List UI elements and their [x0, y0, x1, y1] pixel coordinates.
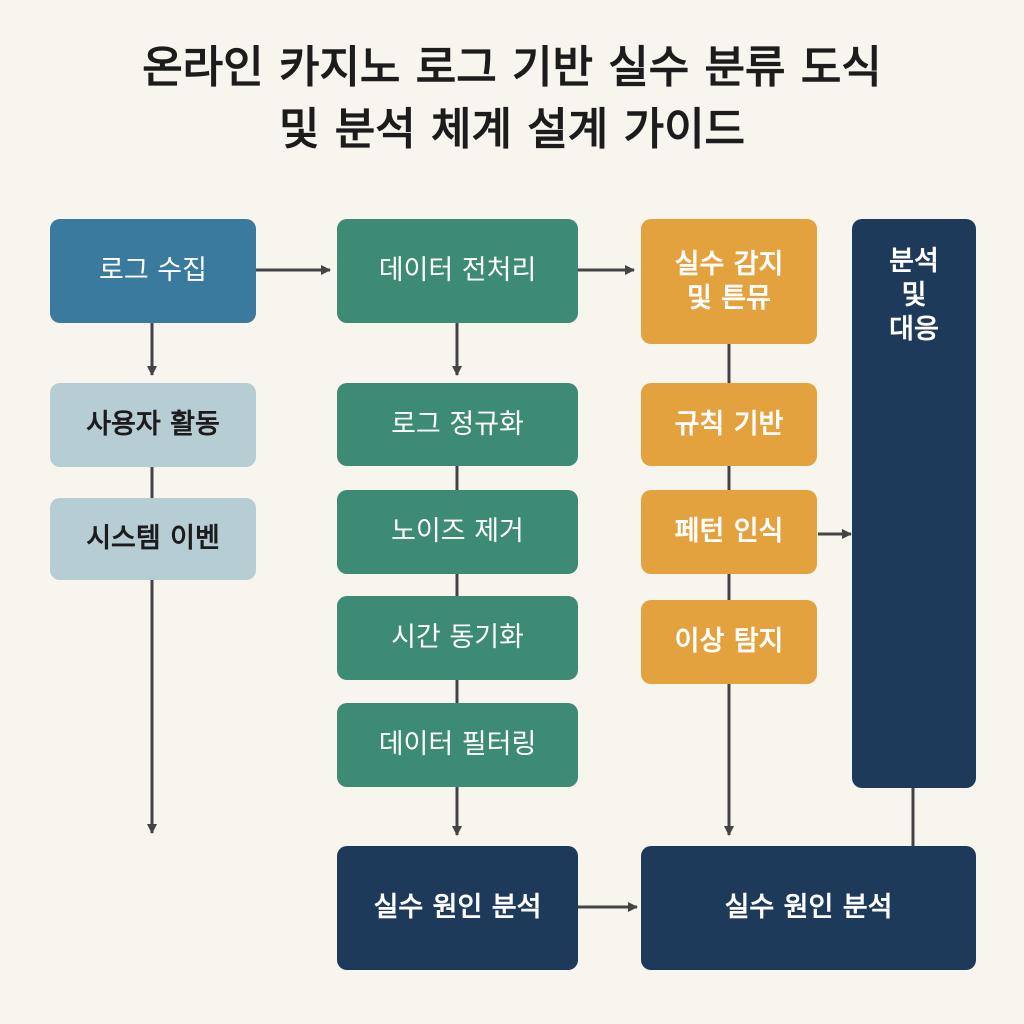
box-time-sync-label: 시간 동기화 [391, 622, 524, 653]
box-analysis-response: 분석 및 대응 [852, 219, 976, 788]
box-anomaly-detection-label: 이상 탐지 [674, 626, 784, 657]
box-cause-analysis-right: 실수 원인 분석 [641, 846, 976, 970]
box-error-detection-line1: 실수 감지 [674, 248, 784, 280]
box-pattern-recognition-label: 페턴 인식 [674, 516, 784, 547]
box-error-detection-line2: 및 튼뮤 [687, 282, 771, 314]
box-log-normalize: 로그 정규화 [337, 383, 578, 466]
box-analysis-response-line3: 대응 [889, 314, 939, 345]
box-log-collection-label: 로그 수집 [99, 255, 207, 286]
box-rule-based-label: 규칙 기반 [674, 408, 784, 440]
box-preprocessing: 데이터 전처리 [337, 219, 578, 323]
box-noise-removal-label: 노이즈 제거 [391, 516, 524, 547]
box-anomaly-detection: 이상 탐지 [641, 600, 817, 684]
box-preprocessing-label: 데이터 전처리 [378, 255, 537, 286]
box-analysis-response-line2: 및 [901, 280, 927, 311]
box-error-detection-label: 실수 감지 및 튼뮤 [675, 248, 784, 316]
box-cause-analysis-right-label: 실수 원인 분석 [724, 892, 893, 923]
box-data-filtering: 데이터 필터링 [337, 703, 578, 787]
box-noise-removal: 노이즈 제거 [337, 490, 578, 574]
box-data-filtering-label: 데이터 필터링 [378, 729, 537, 760]
box-user-activity: 사용자 활동 [50, 383, 256, 467]
box-pattern-recognition: 페턴 인식 [641, 490, 817, 574]
box-system-event-label: 시스템 이벤 [86, 523, 220, 554]
box-log-collection: 로그 수집 [50, 219, 256, 323]
box-analysis-response-line1: 분석 [889, 246, 939, 277]
box-rule-based: 규칙 기반 [641, 383, 817, 466]
box-user-activity-label: 사용자 활동 [86, 409, 220, 440]
box-time-sync: 시간 동기화 [337, 596, 578, 680]
page-title-line2: 및 분석 체계 설계 가이드 [278, 104, 746, 155]
box-cause-analysis-left-label: 실수 원인 분석 [373, 892, 542, 923]
box-cause-analysis-left: 실수 원인 분석 [337, 846, 578, 970]
box-system-event: 시스템 이벤 [50, 498, 256, 580]
page-title-line1: 온라인 카지노 로그 기반 실수 분류 도식 [142, 42, 882, 93]
box-log-normalize-label: 로그 정규화 [391, 408, 524, 440]
box-analysis-response-label: 분석 및 대응 [889, 245, 939, 347]
box-error-detection: 실수 감지 및 튼뮤 [641, 219, 817, 344]
